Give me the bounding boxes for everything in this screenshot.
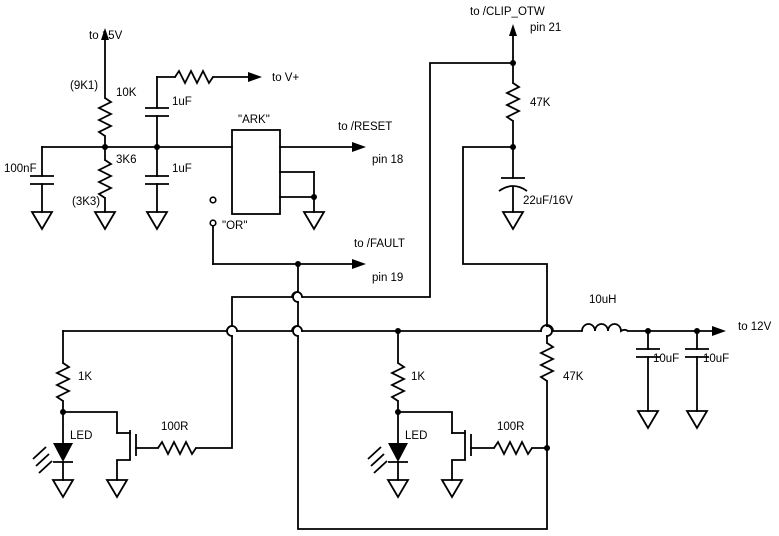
ground-symbol xyxy=(302,211,326,231)
to-clip-arrow xyxy=(509,24,517,36)
to-12v-arrow xyxy=(712,326,726,336)
label-10uh: 10uH xyxy=(589,294,617,306)
labels: to 15V (9K1) 10K to V+ 1uF "ARK" to /RES… xyxy=(4,6,772,442)
label-1k-left: 1K xyxy=(78,371,92,383)
resistor-1k-right xyxy=(389,362,407,402)
resistor-47k-top xyxy=(504,82,522,122)
label-10k: 10K xyxy=(116,87,137,99)
supply-12v xyxy=(62,323,726,430)
label-to-clip: to /CLIP_OTW xyxy=(470,6,545,18)
clip-otw-section xyxy=(302,24,548,327)
label-10uf-a: 10uF xyxy=(653,353,679,365)
label-to-fault: to /FAULT xyxy=(354,238,405,250)
to-15v-arrow xyxy=(101,28,109,40)
inductor-10uh xyxy=(581,323,629,333)
label-or: "OR" xyxy=(222,220,247,232)
ground-symbol xyxy=(51,479,75,499)
led-right xyxy=(388,443,408,462)
resistor-100r-left xyxy=(157,439,197,457)
ground-symbol xyxy=(685,410,709,430)
ground-symbol xyxy=(440,479,464,499)
to-fault-arrow xyxy=(352,259,366,269)
label-3k6: 3K6 xyxy=(116,154,136,166)
label-to-vplus: to V+ xyxy=(272,72,299,84)
label-100r-left: 100R xyxy=(161,421,189,433)
label-to-15v: to 15V xyxy=(89,30,123,42)
ground-symbol xyxy=(30,211,54,231)
label-to-12v: to 12V xyxy=(738,321,772,333)
fault-wire xyxy=(292,263,548,530)
label-led-left: LED xyxy=(70,430,92,442)
led-left xyxy=(53,443,73,462)
label-47k-top: 47K xyxy=(530,97,551,109)
ground-symbol xyxy=(93,211,117,231)
label-1uf-mid: 1uF xyxy=(172,163,192,175)
ark-chip xyxy=(231,129,281,215)
label-pin18: pin 18 xyxy=(372,154,403,166)
led-driver-left xyxy=(32,291,303,499)
label-100r-right: 100R xyxy=(497,421,525,433)
label-led-right: LED xyxy=(405,430,427,442)
divider-15v xyxy=(30,28,262,231)
label-1uf-top: 1uF xyxy=(172,96,192,108)
to-reset-arrow xyxy=(352,142,366,152)
ground-symbol xyxy=(105,479,129,499)
label-10uf-b: 10uF xyxy=(703,353,729,365)
label-47k-right: 47K xyxy=(563,371,584,383)
label-pin21: pin 21 xyxy=(530,22,561,34)
label-22uf: 22uF/16V xyxy=(523,195,573,207)
to-vplus-arrow xyxy=(248,72,262,82)
jumper-terminal xyxy=(209,219,217,227)
resistor-10k xyxy=(96,97,114,137)
label-pin19: pin 19 xyxy=(372,272,403,284)
resistor-3k6 xyxy=(96,159,114,199)
jumper-terminal xyxy=(209,196,217,204)
ground-symbol xyxy=(501,211,525,231)
led-driver-right xyxy=(367,325,556,499)
resistor-1k-left xyxy=(54,362,72,402)
ground-symbol xyxy=(386,479,410,499)
label-9k1: (9K1) xyxy=(70,80,98,92)
resistor-47k-right xyxy=(538,342,556,382)
label-3k3: (3K3) xyxy=(72,196,100,208)
resistor-vplus xyxy=(174,68,214,86)
label-to-reset: to /RESET xyxy=(338,121,392,133)
label-100nf: 100nF xyxy=(4,163,37,175)
ground-symbol xyxy=(145,211,169,231)
ground-symbol xyxy=(636,410,660,430)
resistor-100r-right xyxy=(493,439,533,457)
ark-block xyxy=(209,129,366,269)
label-1k-right: 1K xyxy=(411,371,425,383)
label-ark: "ARK" xyxy=(238,114,270,126)
